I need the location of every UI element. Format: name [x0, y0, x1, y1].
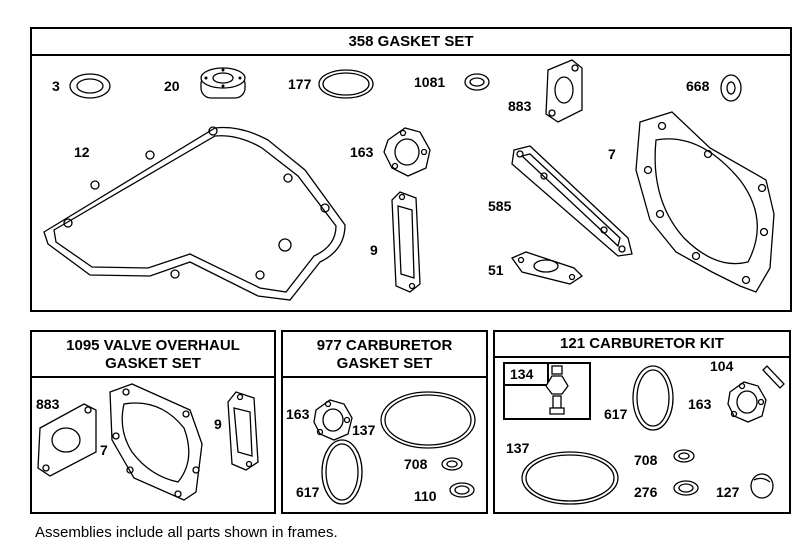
part-51-exhaust-gasket-icon [511, 251, 584, 285]
kit-part-104-pin-icon [762, 365, 785, 389]
label-part-9: 9 [370, 242, 378, 258]
label-carb-part-708: 708 [404, 456, 428, 472]
kit-part-708-washer-icon [673, 449, 695, 463]
part-12-crankcase-gasket-icon [43, 126, 346, 301]
part-20-oil-seal-icon [200, 67, 246, 99]
kit-part-617-ring-icon [632, 365, 674, 431]
kit-part-127-plug-icon [750, 473, 774, 499]
carb-part-617-ring-icon [321, 439, 363, 505]
carb-kit-frame: 121 CARBURETOR KIT [493, 330, 791, 514]
label-part-1081: 1081 [414, 74, 446, 90]
label-part-163: 163 [350, 144, 374, 160]
kit-part-163-gasket-icon [727, 381, 767, 423]
carb-part-110-washer-icon [449, 482, 475, 498]
label-kit-part-163: 163 [688, 396, 712, 412]
carb-gasket-title-line1: 977 CARBURETOR [316, 337, 453, 354]
label-part-20: 20 [164, 78, 180, 94]
carb-kit-title: 121 CARBURETOR KIT [495, 332, 789, 358]
valve-overhaul-title: 1095 VALVE OVERHAUL GASKET SET [32, 332, 274, 378]
part-9-valve-cover-gasket-icon [391, 191, 421, 293]
carb-gasket-title: 977 CARBURETOR GASKET SET [283, 332, 486, 378]
valve-part-883-gasket-icon [37, 403, 97, 477]
label-carb-part-163: 163 [286, 406, 310, 422]
part-1081-gasket-icon [464, 73, 490, 91]
part-668-washer-icon [720, 74, 742, 102]
label-kit-part-134: 134 [510, 366, 534, 382]
valve-part-9-cover-gasket-icon [227, 391, 259, 471]
carb-part-137-ring-icon [380, 391, 476, 449]
label-part-883: 883 [508, 98, 532, 114]
valve-overhaul-title-line2: GASKET SET [105, 355, 201, 372]
label-kit-part-617: 617 [604, 406, 628, 422]
label-part-12: 12 [74, 144, 90, 160]
carb-part-163-gasket-icon [313, 399, 353, 441]
label-kit-part-104: 104 [710, 358, 734, 374]
footnote: Assemblies include all parts shown in fr… [35, 524, 338, 541]
part-585-intake-gasket-icon [511, 145, 633, 257]
part-7-head-gasket-icon [635, 111, 775, 293]
gasket-set-title: 358 GASKET SET [32, 29, 790, 56]
part-883-gasket-icon [545, 59, 583, 123]
valve-overhaul-frame: 1095 VALVE OVERHAUL GASKET SET [30, 330, 276, 514]
part-163-carb-gasket-icon [383, 127, 431, 177]
label-carb-part-137: 137 [352, 422, 376, 438]
label-part-668: 668 [686, 78, 710, 94]
part-3-seal-icon [69, 73, 111, 99]
kit-part-134-needle-valve-icon [545, 365, 569, 415]
label-part-177: 177 [288, 76, 312, 92]
carb-gasket-frame: 977 CARBURETOR GASKET SET [281, 330, 488, 514]
label-part-3: 3 [52, 78, 60, 94]
gasket-set-frame: 358 GASKET SET [30, 27, 792, 312]
label-part-585: 585 [488, 198, 512, 214]
kit-part-276-washer-icon [673, 480, 699, 496]
label-carb-part-617: 617 [296, 484, 320, 500]
part-134-label-cell [505, 364, 549, 386]
label-part-51: 51 [488, 262, 504, 278]
label-kit-part-276: 276 [634, 484, 658, 500]
carb-part-708-washer-icon [441, 457, 463, 471]
part-134-box [503, 362, 591, 420]
carb-gasket-title-line2: GASKET SET [336, 355, 433, 372]
part-177-o-ring-icon [318, 69, 374, 99]
label-kit-part-708: 708 [634, 452, 658, 468]
label-valve-part-883: 883 [36, 396, 60, 412]
label-valve-part-7: 7 [100, 442, 108, 458]
label-kit-part-127: 127 [716, 484, 740, 500]
kit-part-137-ring-icon [521, 451, 619, 505]
label-carb-part-110: 110 [414, 488, 437, 504]
label-valve-part-9: 9 [214, 416, 222, 432]
label-kit-part-137: 137 [506, 440, 530, 456]
valve-part-7-head-gasket-icon [109, 383, 203, 501]
label-part-7: 7 [608, 146, 616, 162]
valve-overhaul-title-line1: 1095 VALVE OVERHAUL [66, 337, 240, 354]
